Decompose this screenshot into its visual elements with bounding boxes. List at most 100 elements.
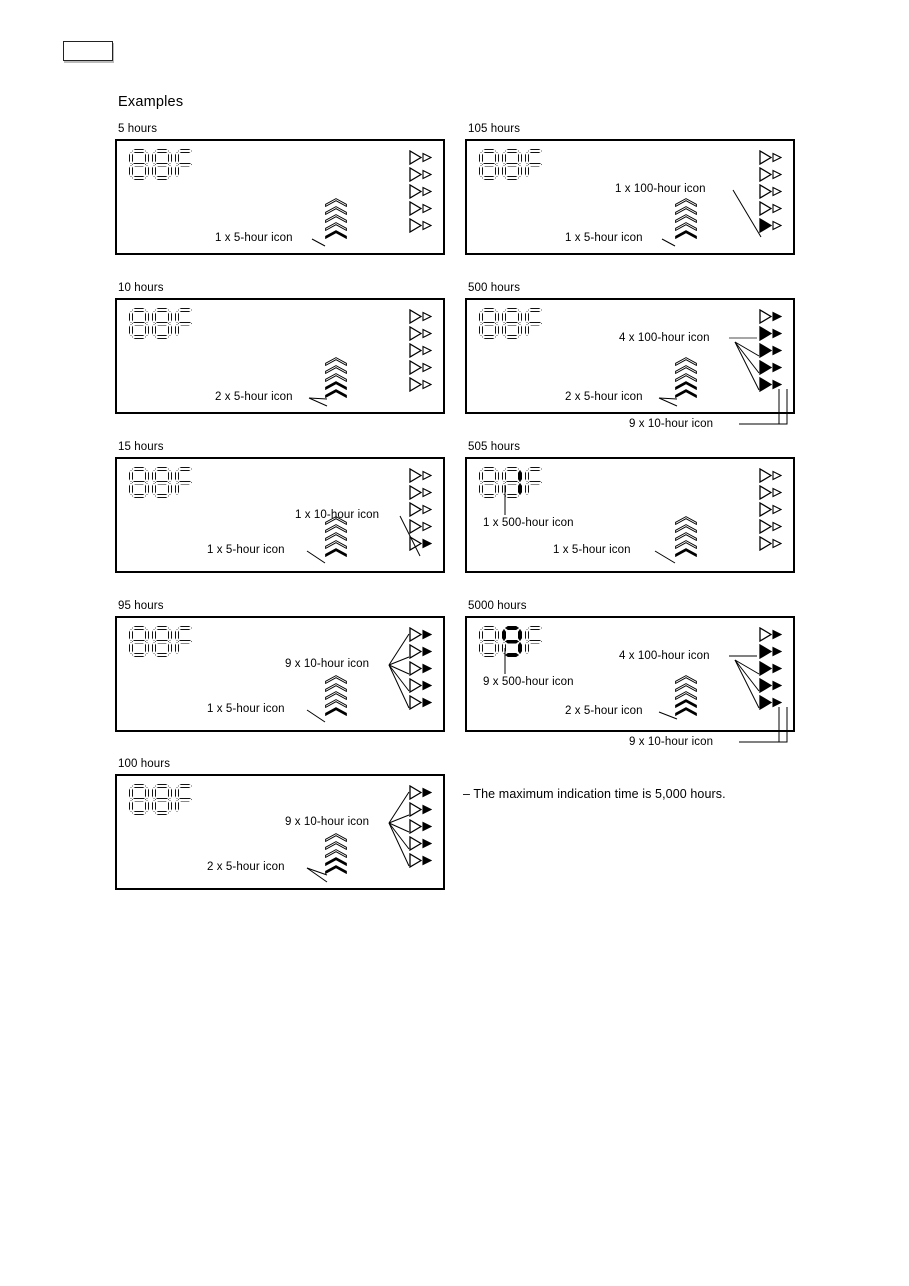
icon-row-3 — [409, 342, 432, 359]
icon-row-3 — [759, 660, 782, 677]
chevron-5h-5 — [325, 516, 347, 525]
icon-row-5 — [409, 467, 432, 484]
lcd-display-5000h — [479, 626, 545, 657]
callout-15h-1: 1 x 5-hour icon — [207, 544, 285, 556]
lcd-digit-1 — [479, 149, 499, 180]
chevron-5h-2-filled — [675, 381, 697, 390]
chevron-5h-5 — [675, 675, 697, 684]
icon-row-4 — [409, 484, 432, 501]
callout-5000h-1: 9 x 500-hour icon — [483, 676, 574, 688]
chevron-5h-5 — [325, 833, 347, 842]
callout-5000h-0: 4 x 100-hour icon — [619, 650, 710, 662]
callout-10h-0: 2 x 5-hour icon — [215, 391, 293, 403]
lcd-digit-3-F — [525, 626, 545, 657]
lcd-panel-5000h: 4 x 100-hour icon 9 x 500-hour icon 2 x … — [465, 616, 795, 732]
chevron-5h-1-filled — [325, 548, 347, 557]
icon-row-5 — [759, 467, 782, 484]
lcd-digit-2 — [152, 149, 172, 180]
icon-row-3 — [409, 818, 432, 835]
chevron-5h-2 — [325, 540, 347, 549]
icon-row-1 — [409, 217, 432, 234]
icon-row-5 — [409, 626, 432, 643]
icon-row-4 — [409, 325, 432, 342]
lcd-digit-2 — [502, 149, 522, 180]
icon-row-4 — [759, 643, 782, 660]
lcd-digit-3-F — [175, 308, 195, 339]
five-hour-icon-stack-5h — [325, 198, 347, 239]
icon-row-3 — [759, 183, 782, 200]
lcd-digit-3-F — [175, 149, 195, 180]
lcd-panel-505h: 1 x 500-hour icon 1 x 5-hour icon — [465, 457, 795, 573]
icon-row-5 — [759, 626, 782, 643]
chevron-5h-4 — [325, 206, 347, 215]
chevron-5h-2 — [675, 540, 697, 549]
callout-500h-0: 4 x 100-hour icon — [619, 332, 710, 344]
chevron-5h-1-filled — [325, 707, 347, 716]
chevron-5h-3 — [675, 691, 697, 700]
chevron-5h-1-filled — [325, 230, 347, 239]
lcd-digit-1 — [129, 467, 149, 498]
callout-5h-0: 1 x 5-hour icon — [215, 232, 293, 244]
chevron-5h-2 — [675, 222, 697, 231]
icon-row-2 — [759, 677, 782, 694]
icon-row-3 — [759, 501, 782, 518]
hour-icon-column-5000h — [759, 626, 782, 711]
icon-row-5 — [409, 308, 432, 325]
hour-icon-column-15h — [409, 467, 432, 552]
icon-row-3 — [409, 501, 432, 518]
icon-row-1-100h-filled — [759, 217, 782, 234]
icon-row-2 — [409, 200, 432, 217]
lcd-digit-2 — [152, 626, 172, 657]
chevron-5h-1-filled — [675, 548, 697, 557]
chevron-5h-1-filled — [675, 230, 697, 239]
five-hour-icon-stack-5000h — [675, 675, 697, 716]
icon-row-5 — [409, 784, 432, 801]
lcd-display-15h — [129, 467, 195, 498]
lcd-digit-3-F — [525, 467, 545, 498]
lcd-digit-1 — [129, 626, 149, 657]
hour-icon-column-500h — [759, 308, 782, 393]
lcd-digit-1 — [129, 308, 149, 339]
panel-label-15h: 15 hours — [118, 441, 164, 453]
five-hour-icon-stack-10h — [325, 357, 347, 398]
icon-row-1-10h-filled — [409, 535, 432, 552]
icon-row-1 — [409, 694, 432, 711]
lcd-panel-500h: 4 x 100-hour icon 2 x 5-hour icon — [465, 298, 795, 414]
header-box — [63, 41, 113, 61]
chevron-5h-1-filled — [675, 389, 697, 398]
chevron-5h-2 — [325, 222, 347, 231]
five-hour-icon-stack-95h — [325, 675, 347, 716]
icon-row-5 — [759, 149, 782, 166]
icon-row-2 — [759, 200, 782, 217]
lcd-display-95h — [129, 626, 195, 657]
panel-label-95h: 95 hours — [118, 600, 164, 612]
lcd-display-105h — [479, 149, 545, 180]
lcd-digit-3-F — [525, 308, 545, 339]
callout-100h-0: 9 x 10-hour icon — [285, 816, 370, 828]
icon-row-2 — [759, 359, 782, 376]
chevron-5h-5 — [675, 516, 697, 525]
chevron-5h-5 — [325, 357, 347, 366]
chevron-5h-3 — [325, 691, 347, 700]
callout-505h-1: 1 x 5-hour icon — [553, 544, 631, 556]
icon-row-1 — [409, 852, 432, 869]
icon-row-5 — [759, 308, 782, 325]
chevron-5h-1-filled — [325, 865, 347, 874]
panel-label-5h: 5 hours — [118, 123, 158, 135]
lcd-panel-5h: 1 x 5-hour icon — [115, 139, 445, 255]
callout-5000h-3: 9 x 10-hour icon — [629, 736, 714, 748]
icon-row-2 — [759, 518, 782, 535]
chevron-5h-2-filled — [325, 857, 347, 866]
lcd-digit-3-F — [175, 784, 195, 815]
lcd-display-10h — [129, 308, 195, 339]
chevron-5h-2-filled — [675, 699, 697, 708]
hour-icon-column-5h — [409, 149, 432, 234]
lcd-digit-1 — [129, 784, 149, 815]
hour-icon-column-505h — [759, 467, 782, 552]
chevron-5h-5 — [325, 198, 347, 207]
icon-row-3 — [409, 660, 432, 677]
chevron-5h-1-filled — [325, 389, 347, 398]
chevron-5h-4 — [675, 524, 697, 533]
callout-95h-1: 1 x 5-hour icon — [207, 703, 285, 715]
